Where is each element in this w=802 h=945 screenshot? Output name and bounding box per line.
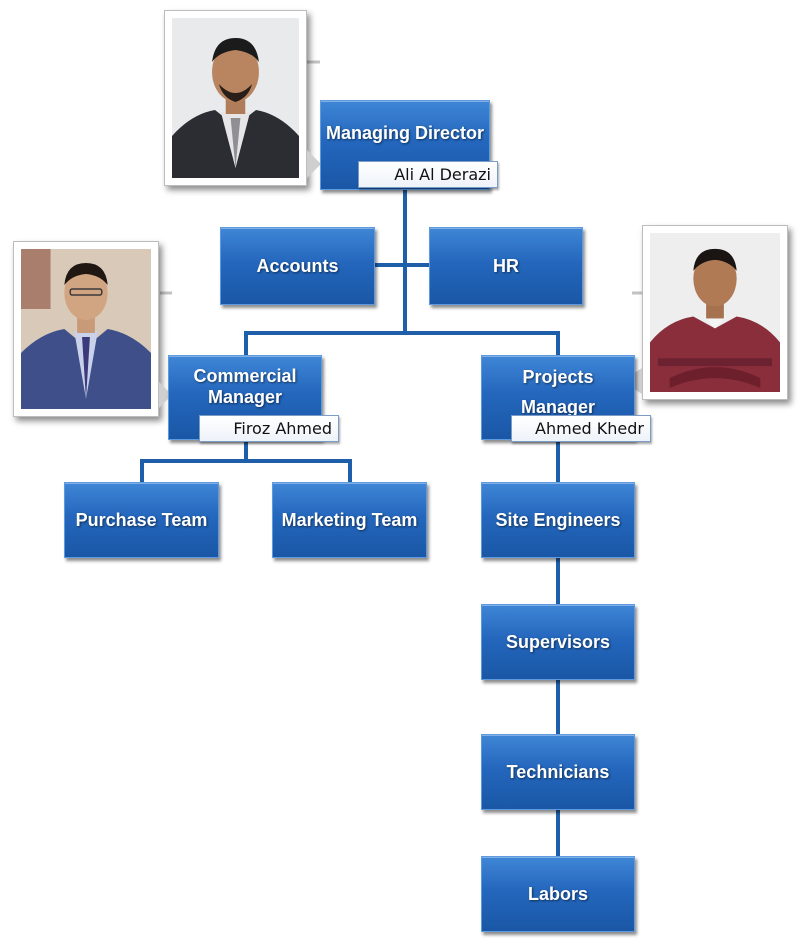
supervisors-box[interactable]: Supervisors [481,604,635,680]
projects-manager-photo-frame [642,225,788,400]
managing-director-name: Ali Al Derazi [358,161,498,188]
labors-label: Labors [527,883,588,904]
projects-manager-photo [650,233,780,392]
projects-manager-title-line1: Projects [522,367,594,387]
hr-box[interactable]: HR [429,227,583,305]
hr-label: HR [493,255,519,276]
person-photo-icon [172,18,299,178]
person-photo-icon [650,233,780,392]
projects-manager-name: Ahmed Khedr [511,415,651,442]
managing-director-photo [172,18,299,178]
supervisors-label: Supervisors [505,631,611,652]
commercial-manager-photo [21,249,151,409]
managing-director-title: Managing Director [325,123,485,143]
commercial-manager-title-line1: Commercial [193,366,297,386]
site-engineers-label: Site Engineers [495,509,621,530]
purchase-team-label: Purchase Team [75,509,208,530]
person-photo-icon [21,249,151,409]
technicians-label: Technicians [506,761,610,782]
commercial-manager-title: Commercial Manager [193,366,296,408]
commercial-manager-photo-frame [13,241,159,417]
marketing-team-label: Marketing Team [281,509,418,530]
labors-box[interactable]: Labors [481,856,635,932]
projects-manager-title: Projects Manager [521,362,595,422]
managing-director-photo-pointer [307,150,321,178]
technicians-box[interactable]: Technicians [481,734,635,810]
accounts-box[interactable]: Accounts [220,227,375,305]
marketing-team-box[interactable]: Marketing Team [272,482,427,558]
commercial-manager-title-line2: Manager [207,387,282,407]
managing-director-photo-frame [164,10,307,186]
accounts-label: Accounts [256,255,339,276]
projects-manager-title-line2: Manager [520,397,596,417]
purchase-team-box[interactable]: Purchase Team [64,482,219,558]
commercial-manager-name: Firoz Ahmed [199,415,339,442]
site-engineers-box[interactable]: Site Engineers [481,482,635,558]
